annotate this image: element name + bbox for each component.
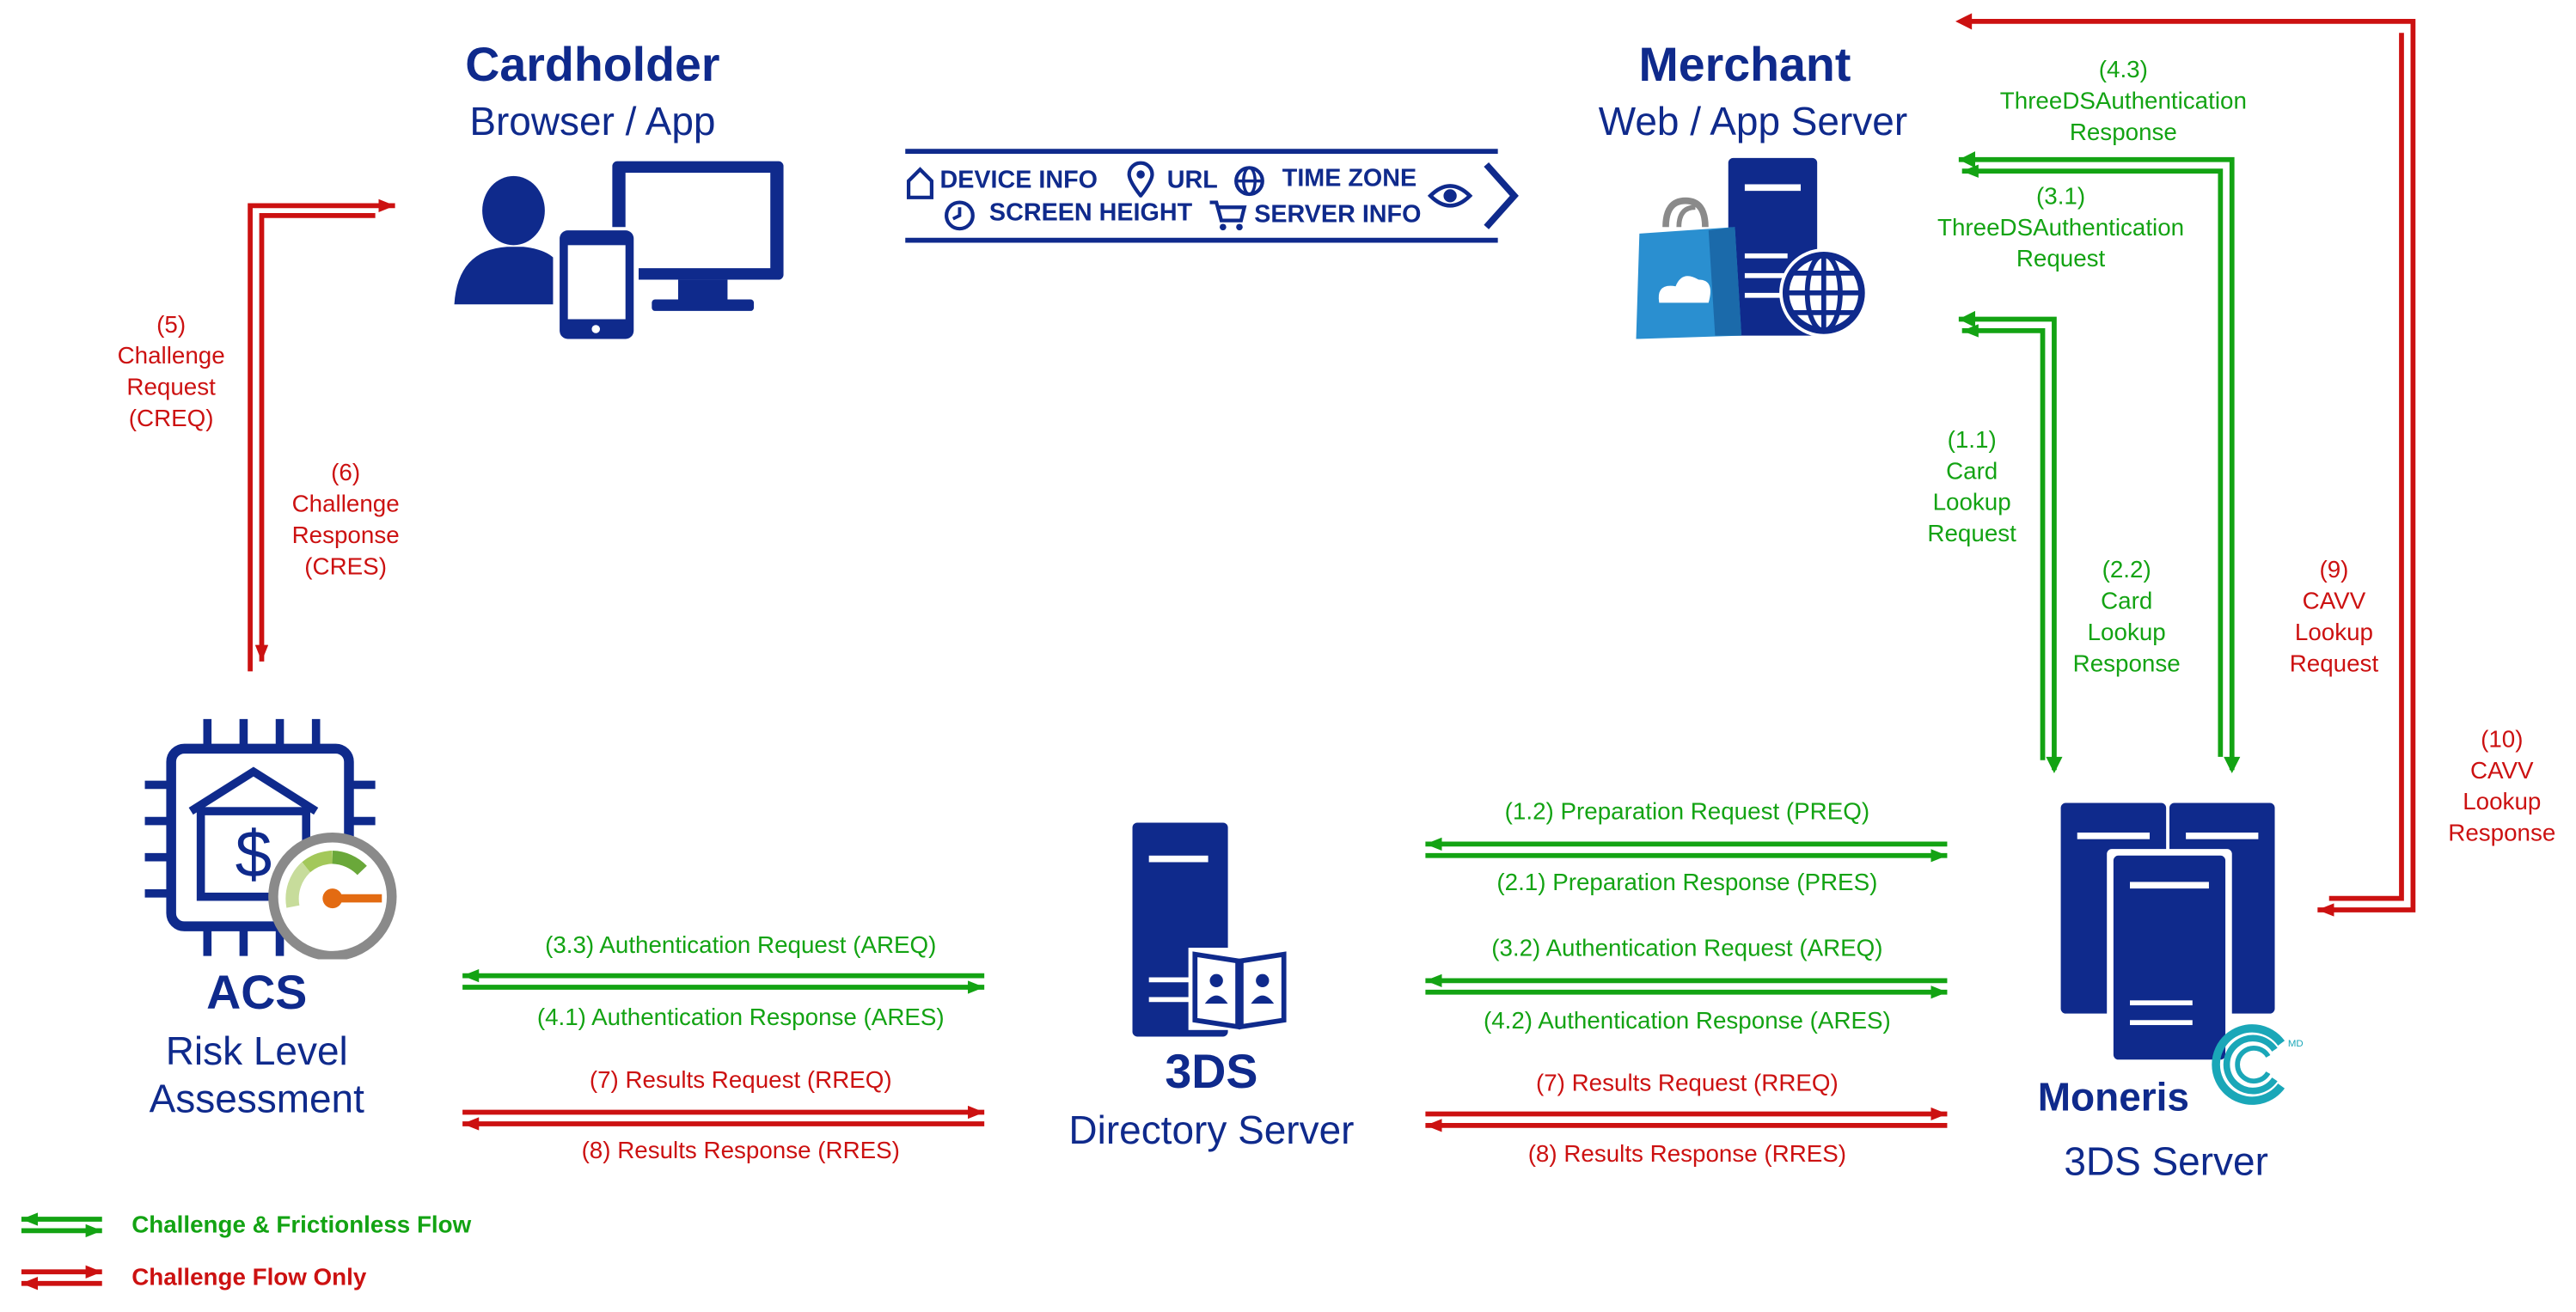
moneris-trademark: MD	[2287, 1040, 2304, 1050]
desktop-monitor-icon	[612, 161, 784, 311]
label-rres-left: (8) Results Response (RRES)	[581, 1138, 900, 1165]
label-areq-right: (3.2) Authentication Request (AREQ)	[1491, 936, 1883, 963]
server-info-label: SERVER INFO	[1254, 200, 1422, 229]
label-ares-right: (4.2) Authentication Response (ARES)	[1483, 1008, 1891, 1035]
time-zone-label: TIME ZONE	[1282, 164, 1417, 193]
url-label: URL	[1166, 166, 1218, 194]
acs-title: ACS	[206, 967, 308, 1021]
merchant-subtitle: Web / App Server	[1598, 100, 1908, 145]
screen-height-label: SCREEN HEIGHT	[988, 198, 1193, 228]
label-rres-right: (8) Results Response (RRES)	[1527, 1142, 1847, 1169]
eye-icon	[1427, 184, 1473, 208]
legend-red-label: Challenge Flow Only	[132, 1265, 367, 1292]
directory-title: 3DS	[1165, 1046, 1258, 1100]
smartphone-icon	[553, 227, 639, 343]
label-pres: (2.1) Preparation Response (PRES)	[1496, 870, 1878, 897]
cardholder-subtitle: Browser / App	[469, 100, 716, 145]
legend-green-label: Challenge & Frictionless Flow	[132, 1212, 472, 1239]
cardholder-devices-icon	[454, 161, 784, 343]
acs-subtitle-line1: Risk Level	[165, 1029, 348, 1075]
arrow-cavv-response	[2328, 33, 2404, 901]
arrow-cavv-request	[1961, 19, 2416, 917]
label-preq: (1.2) Preparation Request (PREQ)	[1504, 799, 1870, 827]
3ds-server-subtitle: 3DS Server	[2064, 1140, 2268, 1185]
acs-chip-icon: $	[144, 718, 397, 960]
acs-subtitle-line2: Assessment	[149, 1077, 364, 1123]
globe-icon	[1779, 248, 1869, 338]
directory-server-icon	[1132, 822, 1291, 1037]
arrow-cres	[254, 212, 376, 662]
person-icon	[454, 175, 560, 305]
clock-icon	[945, 200, 975, 231]
svg-text:$: $	[236, 819, 272, 892]
arrow-card-lookup-request-line	[1958, 316, 2057, 771]
speed-gauge-icon	[268, 833, 397, 960]
arrow-3ds-auth-response-line	[1961, 164, 2224, 757]
server-tower-icon	[2060, 802, 2275, 1060]
arrow-card-lookup-response-line	[1961, 324, 2046, 760]
arrow-3ds-auth-request-line	[1958, 156, 2235, 771]
directory-subtitle: Directory Server	[1068, 1108, 1355, 1154]
shopping-bag-icon	[1636, 197, 1742, 339]
device-info-label: DEVICE INFO	[939, 166, 1098, 194]
moneris-logo-icon	[2212, 1024, 2285, 1105]
home-icon	[906, 167, 933, 199]
3ds-server-icon	[2060, 802, 2285, 1105]
device-data-bar	[905, 149, 1519, 243]
arrow-creq	[248, 198, 395, 672]
moneris-brand: Moneris	[2037, 1076, 2189, 1121]
label-areq-left: (3.3) Authentication Request (AREQ)	[545, 932, 937, 960]
merchant-server-icon	[1636, 157, 1869, 339]
cart-icon	[1209, 200, 1247, 231]
globe-small-icon	[1234, 166, 1264, 197]
location-pin-icon	[1127, 161, 1154, 198]
merchant-title: Merchant	[1638, 39, 1851, 93]
label-ares-left: (4.1) Authentication Response (ARES)	[536, 1005, 945, 1032]
label-rreq-left: (7) Results Request (RREQ)	[589, 1067, 892, 1095]
address-book-icon	[1188, 948, 1291, 1030]
cardholder-title: Cardholder	[465, 39, 720, 93]
label-rreq-right: (7) Results Request (RREQ)	[1535, 1071, 1839, 1098]
